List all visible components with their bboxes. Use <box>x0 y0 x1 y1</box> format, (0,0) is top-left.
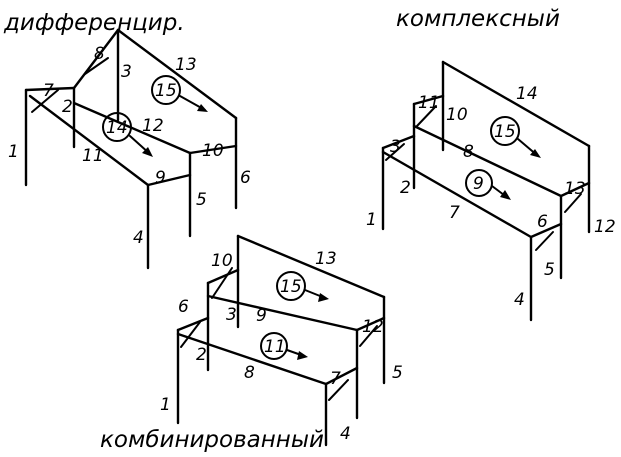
diagram-combined: комбинированный 1 2 3 5 4 6 7 8 9 10 12 … <box>100 234 403 453</box>
brace <box>416 105 437 127</box>
element-label: 2 <box>62 97 73 117</box>
circled-label: 15 <box>155 81 177 101</box>
beam <box>188 144 238 155</box>
element-label: 9 <box>256 306 267 326</box>
element-label: 11 <box>418 93 440 113</box>
circled-label: 9 <box>473 174 484 194</box>
circled-label-marker <box>465 169 493 197</box>
beam <box>412 124 563 198</box>
element-label: 3 <box>226 305 237 325</box>
element-label: 10 <box>202 141 224 161</box>
element-label: 12 <box>362 317 384 337</box>
element-label: 13 <box>564 179 586 199</box>
arrowhead <box>530 149 541 158</box>
element-label: 12 <box>142 116 164 136</box>
brace <box>328 379 349 401</box>
beam <box>381 134 416 150</box>
beam <box>206 294 359 332</box>
beam <box>72 101 192 155</box>
circled-label: 14 <box>106 118 128 138</box>
brace <box>211 267 233 299</box>
arrowhead <box>142 147 153 157</box>
circled-label-marker <box>151 75 181 105</box>
beam <box>176 332 328 386</box>
brace <box>84 57 109 75</box>
element-label: 7 <box>43 81 54 101</box>
element-label: 4 <box>514 290 525 310</box>
element-label: 6 <box>537 212 548 232</box>
element-label: 13 <box>175 55 197 75</box>
diagram-title: комплексный <box>396 6 560 32</box>
arrowhead <box>197 104 208 112</box>
element-label: 8 <box>94 44 105 64</box>
beam <box>324 366 359 386</box>
element-label: 5 <box>544 260 555 280</box>
circled-label: 11 <box>264 337 286 357</box>
diagram-title: комбинированный <box>100 427 324 453</box>
brace <box>31 89 59 113</box>
beam <box>176 316 210 332</box>
beam <box>72 28 120 90</box>
brace <box>535 231 554 251</box>
element-label: 4 <box>133 228 144 248</box>
arrowhead <box>500 190 511 200</box>
element-label: 7 <box>330 369 341 389</box>
element-label: 1 <box>8 142 19 162</box>
circled-label-marker <box>276 271 306 301</box>
arrowhead <box>318 293 329 302</box>
element-label: 2 <box>196 345 207 365</box>
element-label: 9 <box>155 168 166 188</box>
element-label: 5 <box>196 190 207 210</box>
element-label: 13 <box>315 249 337 269</box>
beam <box>412 94 445 106</box>
beam <box>28 94 150 187</box>
beam <box>236 234 386 299</box>
brace <box>359 325 378 347</box>
beam <box>146 173 192 187</box>
element-label: 5 <box>392 363 403 383</box>
element-label: 8 <box>244 363 255 383</box>
beam <box>116 28 238 120</box>
diagram-differentiated: дифференцир. 1 2 3 4 5 6 7 8 9 10 11 12 … <box>3 10 251 270</box>
element-label: 8 <box>463 142 474 162</box>
element-label: 7 <box>449 203 460 223</box>
beam <box>24 86 76 92</box>
element-label: 1 <box>366 210 377 230</box>
beam <box>355 316 386 332</box>
beam <box>381 150 533 239</box>
element-label: 14 <box>516 84 538 104</box>
brace <box>385 143 405 161</box>
arrowhead <box>297 351 308 360</box>
circled-label: 15 <box>494 122 516 142</box>
beam <box>529 222 563 239</box>
circled-label-marker <box>260 332 288 360</box>
diagram-title: дифференцир. <box>3 10 185 36</box>
circled-label: 15 <box>280 277 302 297</box>
element-label: 2 <box>400 178 411 198</box>
element-label: 1 <box>160 395 171 415</box>
beam <box>441 60 591 148</box>
diagram-complex: комплексный 1 2 3 4 5 6 7 8 10 11 12 13 <box>366 6 616 322</box>
element-label: 10 <box>446 105 468 125</box>
element-label: 3 <box>121 62 132 82</box>
brace <box>180 321 201 348</box>
element-label: 10 <box>211 251 233 271</box>
beam <box>559 181 591 198</box>
element-label: 6 <box>240 168 251 188</box>
brace <box>564 193 582 213</box>
beam <box>206 268 240 285</box>
element-label: 4 <box>340 424 351 444</box>
circled-label-marker <box>490 116 520 146</box>
element-label: 12 <box>594 217 616 237</box>
element-label: 11 <box>82 146 104 166</box>
circled-label-marker <box>102 112 132 142</box>
element-label: 6 <box>178 297 189 317</box>
element-label: 3 <box>390 137 401 157</box>
